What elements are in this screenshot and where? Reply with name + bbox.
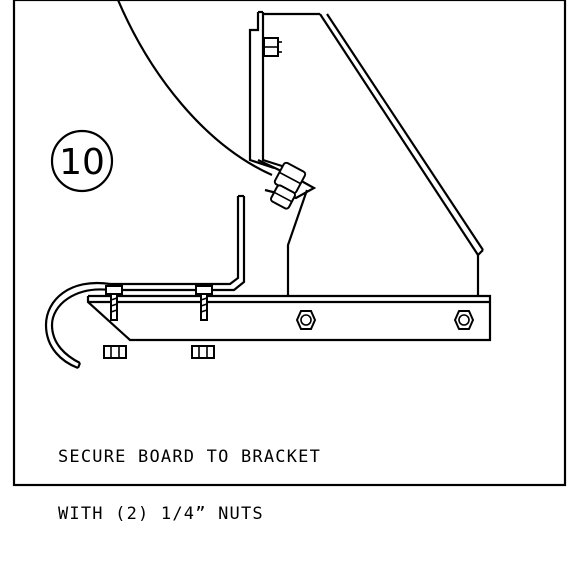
nut-icon bbox=[191, 345, 215, 359]
carriage-bolt-icon bbox=[195, 285, 213, 321]
hex-bolt-icon bbox=[453, 310, 475, 330]
horizontal-channel bbox=[86, 294, 492, 342]
assembly-step-panel: 10 bbox=[12, 0, 567, 524]
hex-bolt-icon bbox=[295, 310, 317, 330]
top-bolt-icon bbox=[263, 37, 282, 57]
instruction-line-2: WITH (2) 1/4” NUTS bbox=[58, 504, 264, 524]
panel-border bbox=[12, 0, 567, 487]
carriage-bolt-icon bbox=[105, 285, 123, 321]
angled-bolt-icon bbox=[270, 161, 307, 210]
tank-curve bbox=[116, 0, 273, 177]
step-number: 10 bbox=[59, 142, 105, 183]
diagonal-brace bbox=[319, 13, 484, 256]
nut-icon bbox=[103, 345, 127, 359]
board-bracket bbox=[110, 194, 246, 292]
instruction-line-1: SECURE BOARD TO BRACKET bbox=[58, 447, 322, 467]
bracket-diagram: 10 bbox=[12, 0, 567, 487]
step-number-badge: 10 bbox=[50, 129, 114, 193]
support-web bbox=[286, 189, 480, 296]
curved-hook bbox=[44, 281, 111, 370]
instruction-caption: SECURE BOARD TO BRACKET WITH (2) 1/4” NU… bbox=[58, 410, 321, 562]
